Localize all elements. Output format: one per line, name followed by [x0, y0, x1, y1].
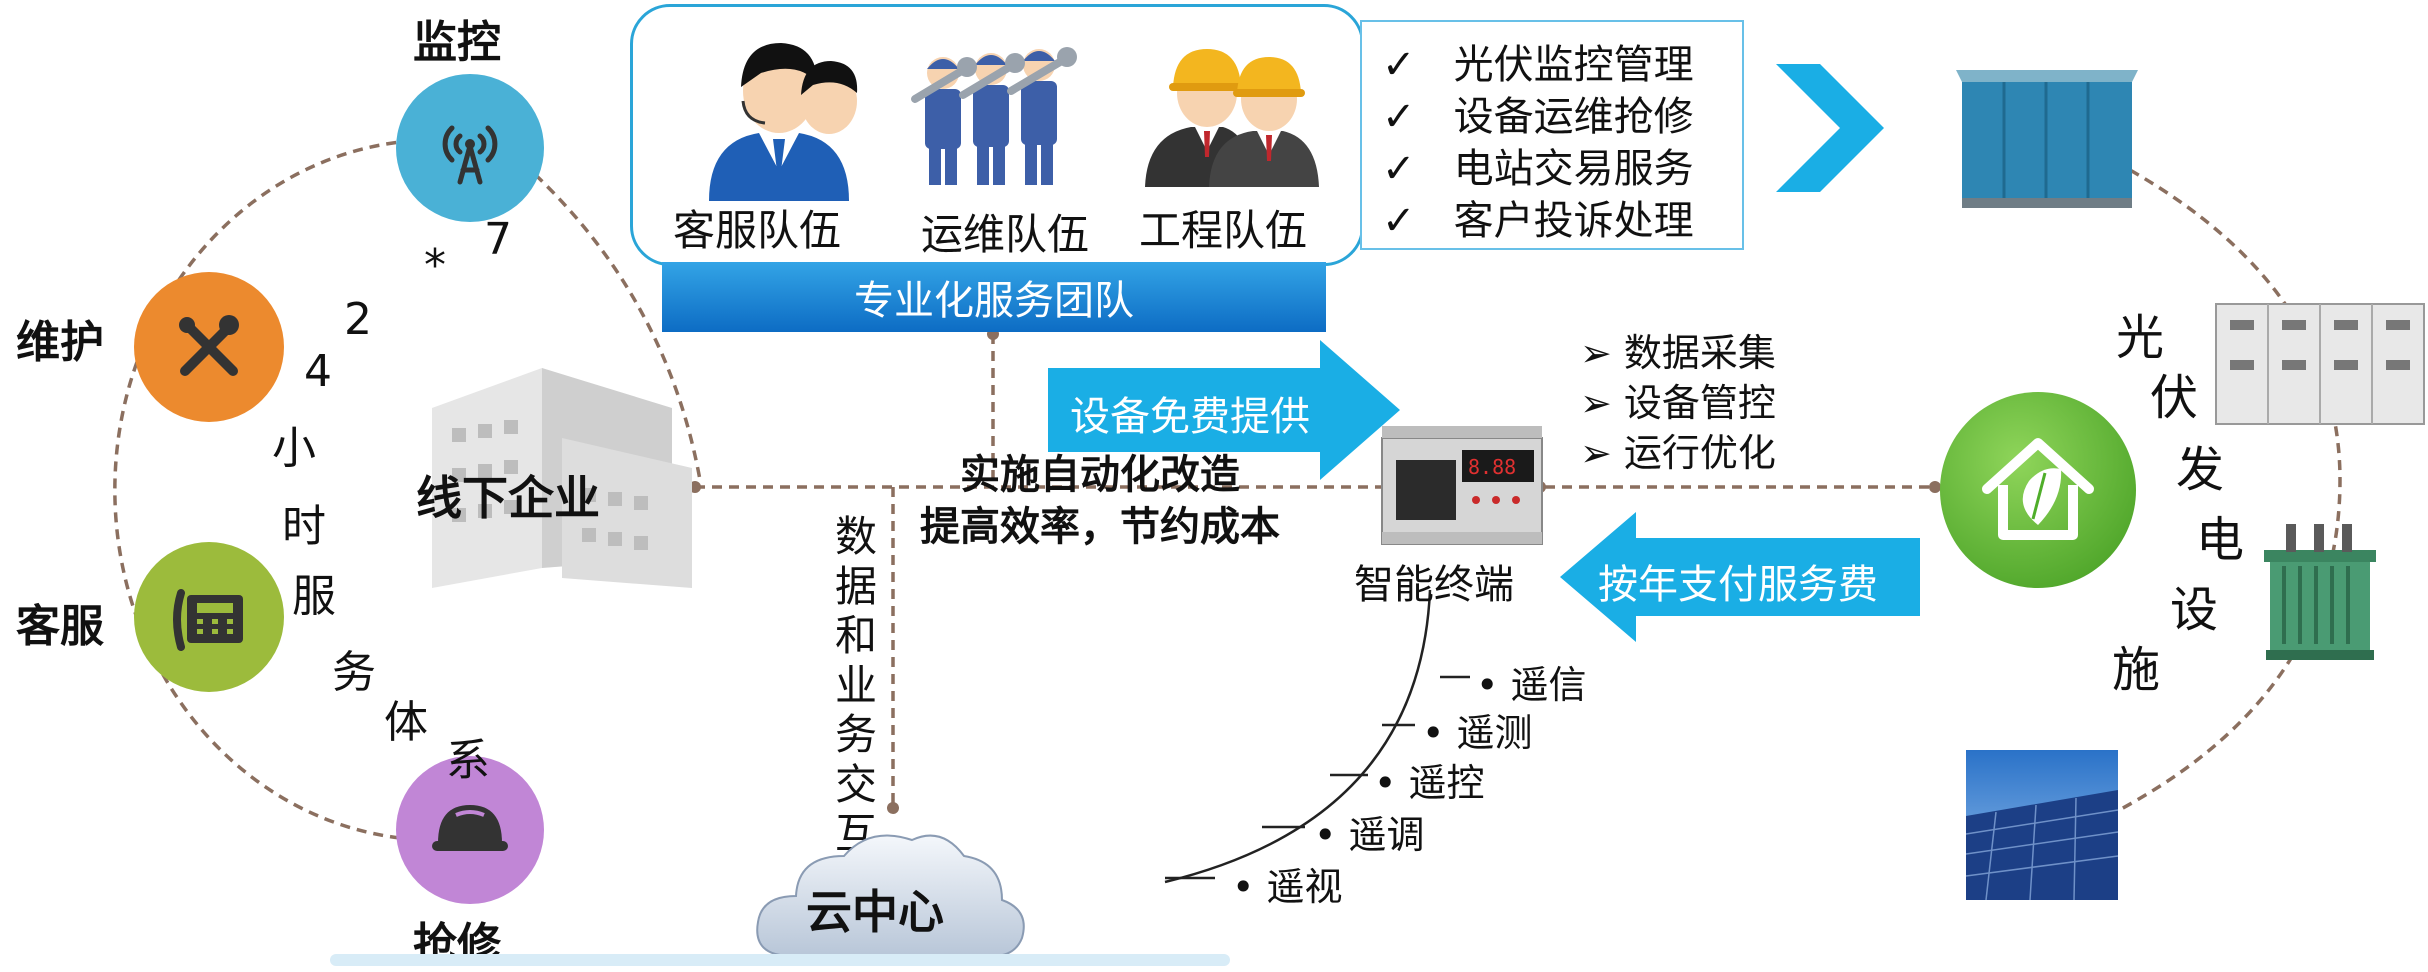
check-item: ✓ 设备运维抢修 [1382, 94, 1694, 140]
eco-house-icon [1982, 438, 2094, 540]
remote-function-item: • 遥控 [1374, 761, 1485, 805]
engineers-helmet-icon [1145, 49, 1319, 187]
solar-panel-icon [1966, 750, 2118, 900]
terminal-label: 智能终端 [1354, 562, 1514, 608]
arc-char: 务 [332, 647, 376, 698]
arc-char: 服 [292, 571, 336, 622]
remote-function-item: • 遥信 [1476, 663, 1587, 707]
vertical-char: 和 [834, 611, 877, 661]
monitor-label: 监控 [413, 17, 501, 68]
services-checklist: ✓ 光伏监控管理 ✓ 设备运维抢修 ✓ 电站交易服务 ✓ 客户投诉处理 [1360, 20, 1744, 250]
helmet-icon [432, 805, 508, 851]
smart-terminal-device: 8.88 [1381, 426, 1543, 545]
check-item: ✓ 客户投诉处理 [1382, 198, 1694, 244]
vertical-char: 务 [834, 710, 877, 760]
pv-char: 施 [2112, 642, 2161, 698]
bottom-glow [330, 954, 1230, 966]
customer-service-people-icon [709, 43, 858, 201]
customer-team-label: 客服队伍 [673, 206, 842, 255]
vertical-char: 据 [834, 561, 877, 611]
remote-function-item: • 遥测 [1422, 711, 1533, 755]
check-icon: ✓ [1382, 146, 1416, 192]
cloud-center-label: 云中心 [806, 885, 944, 939]
terminal-feature: ➢ 运行优化 [1580, 431, 1776, 475]
terminal-feature: ➢ 设备管控 [1580, 381, 1776, 425]
arrowhead-bullet-icon: ➢ [1580, 431, 1624, 475]
check-item: ✓ 光伏监控管理 [1382, 42, 1694, 88]
vertical-char: 数 [834, 512, 877, 561]
arc-char: 小 [272, 423, 316, 474]
free-equipment-arrow [1048, 340, 1400, 480]
tools-icon [179, 315, 239, 376]
remote-function-item: • 遥视 [1232, 865, 1343, 909]
engineering-team-label: 工程队伍 [1139, 206, 1308, 255]
maintain-node [134, 272, 284, 422]
cloud-icon [756, 834, 1025, 958]
check-icon: ✓ [1382, 94, 1416, 140]
terminal-feature: ➢ 数据采集 [1580, 331, 1776, 375]
pv-char: 伏 [2150, 370, 2199, 426]
arc-char: 4 [304, 346, 332, 397]
arrowhead-bullet-icon: ➢ [1580, 331, 1624, 375]
vertical-char: 业 [834, 660, 877, 710]
check-icon: ✓ [1382, 42, 1416, 88]
building-icon [432, 368, 692, 588]
maintain-label: 维护 [16, 317, 104, 368]
arc-char: 7 [484, 214, 512, 265]
arc-char: 2 [344, 294, 372, 345]
transformer-icon [2264, 524, 2376, 660]
antenna-icon [442, 125, 498, 185]
repair-node [396, 756, 544, 904]
check-item: ✓ 电站交易服务 [1382, 146, 1694, 192]
service-label: 客服 [16, 601, 104, 652]
pv-char: 设 [2170, 582, 2219, 638]
arc-char: 体 [384, 697, 428, 748]
arc-char: 时 [282, 501, 326, 552]
arc-char: 系 [446, 735, 490, 786]
pv-char: 发 [2176, 442, 2225, 498]
professional-team-band: 专业化服务团队 [662, 262, 1326, 332]
switchgear-cabinet-icon [2215, 303, 2425, 425]
maintenance-workers-icon [911, 47, 1077, 185]
arc-char: * [424, 240, 446, 291]
vertical-char: 交 [834, 759, 877, 809]
svg-text:8.88: 8.88 [1468, 455, 1516, 479]
automation-line-2: 提高效率，节约成本 [920, 504, 1280, 550]
pv-char: 光 [2116, 310, 2165, 366]
remote-function-item: • 遥调 [1314, 813, 1425, 857]
box-substation-icon [1956, 70, 2138, 208]
pv-char: 电 [2196, 512, 2245, 568]
maintenance-team-label: 运维队伍 [921, 210, 1090, 259]
free-equipment-label: 设备免费提供 [1070, 394, 1310, 440]
annual-fee-arrow [1560, 512, 1920, 642]
check-icon: ✓ [1382, 198, 1416, 244]
arrowhead-bullet-icon: ➢ [1580, 381, 1624, 425]
service-node [134, 542, 284, 692]
automation-line-1: 实施自动化改造 [960, 452, 1240, 498]
green-house-node [1940, 392, 2136, 588]
team-panel: 客服队伍 运维队伍 工程队伍 [630, 4, 1364, 266]
annual-fee-label: 按年支付服务费 [1598, 562, 1878, 608]
telephone-icon [173, 589, 243, 651]
enterprise-label: 线下企业 [416, 471, 600, 525]
chevron-right-icon [1776, 64, 1884, 192]
monitor-node [396, 74, 544, 222]
data-exchange-vertical-text: 数据和业务交互 [832, 512, 880, 859]
